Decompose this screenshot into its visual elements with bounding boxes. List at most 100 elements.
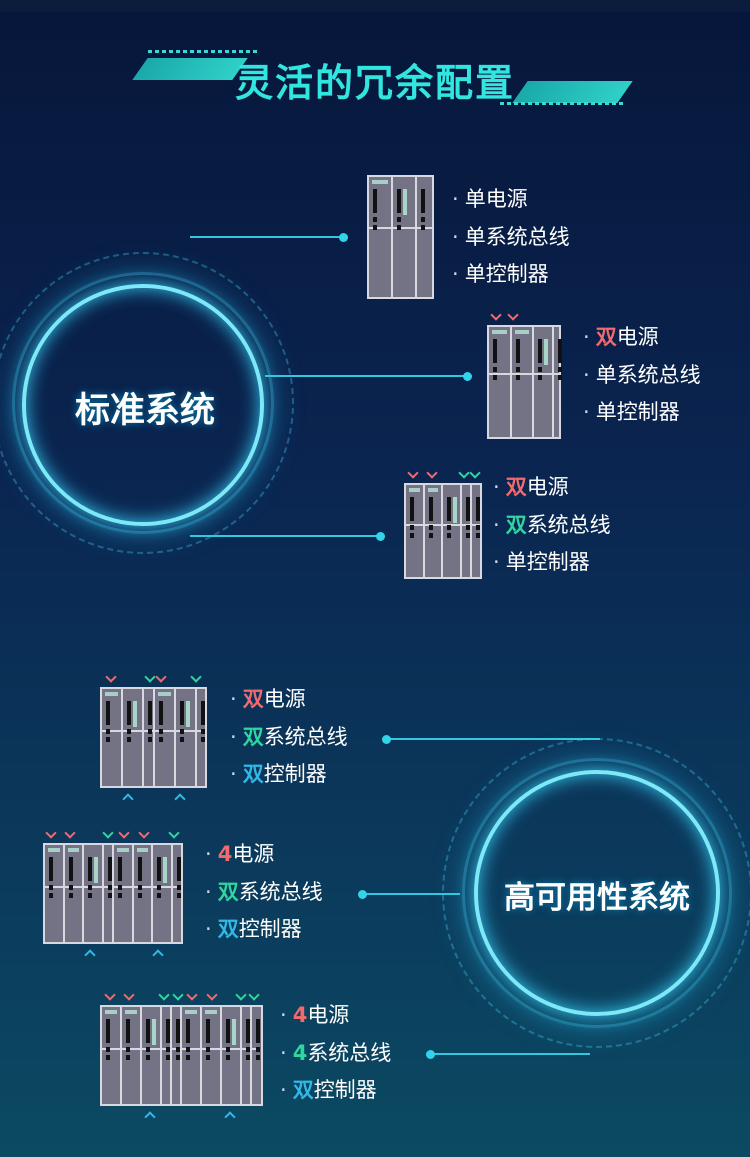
- feature-item: ·单控制器: [493, 544, 611, 582]
- power-module: [512, 327, 534, 437]
- interface-module: [162, 1007, 172, 1104]
- feature-name: 控制器: [526, 550, 590, 574]
- power-module: [134, 845, 153, 942]
- cpu-module: [84, 845, 104, 942]
- feature-list: ·4电源·4系统总线·双控制器: [280, 997, 391, 1110]
- plc-rack-icon: [404, 483, 482, 579]
- chevron-down-icon: [123, 989, 135, 1001]
- interface-module: [172, 1007, 182, 1104]
- connector-line: [362, 893, 460, 895]
- feature-count: 单: [595, 400, 617, 424]
- bullet: ·: [230, 687, 237, 711]
- feature-item: ·双电源: [493, 469, 611, 507]
- interface-module: [462, 485, 472, 577]
- cpu-module: [153, 845, 173, 942]
- ha-system-label: 高可用性系统: [504, 880, 690, 916]
- chevron-down-icon: [407, 467, 419, 479]
- connector-dot: [382, 734, 391, 744]
- feature-item: ·双系统总线: [230, 719, 348, 757]
- power-module: [102, 689, 123, 786]
- power-module: [155, 689, 176, 786]
- cpu-module: [176, 689, 197, 786]
- feature-list: ·4电源·双系统总线·双控制器: [205, 836, 323, 949]
- feature-item: ·双控制器: [205, 911, 323, 949]
- chevron-down-icon: [102, 827, 114, 839]
- interface-module: [104, 845, 114, 942]
- feature-item: ·双电源: [230, 681, 348, 719]
- chevron-down-icon: [118, 827, 130, 839]
- feature-list: ·双电源·双系统总线·单控制器: [493, 469, 611, 582]
- feature-name: 系统总线: [238, 879, 323, 904]
- bullet: ·: [205, 879, 212, 904]
- connector-dot: [358, 889, 367, 899]
- connector-dot: [339, 232, 348, 242]
- feature-count: 单: [464, 262, 486, 286]
- bullet: ·: [493, 512, 500, 537]
- chevron-down-icon: [144, 671, 156, 683]
- chevron-down-icon: [507, 309, 519, 321]
- feature-list: ·单电源·单系统总线·单控制器: [452, 181, 570, 294]
- feature-item: ·双系统总线: [493, 507, 611, 545]
- chevron-down-icon: [458, 467, 470, 479]
- feature-item: ·双控制器: [280, 1072, 391, 1110]
- power-module: [406, 485, 425, 577]
- interface-module: [554, 327, 562, 437]
- chevron-down-icon: [186, 989, 198, 1001]
- feature-item: ·单控制器: [583, 394, 701, 432]
- feature-count: 单: [464, 224, 486, 249]
- chevron-down-icon: [490, 309, 502, 321]
- feature-name: 系统总线: [616, 362, 701, 387]
- plc-rack-icon: [100, 687, 207, 788]
- power-module: [182, 1007, 202, 1104]
- interface-module: [173, 845, 181, 942]
- connector-line: [190, 535, 380, 537]
- feature-item: ·4电源: [280, 997, 391, 1035]
- chevron-up-icon: [152, 949, 164, 961]
- interface-module: [472, 485, 480, 577]
- feature-item: ·双系统总线: [205, 874, 323, 912]
- connector-dot: [426, 1049, 435, 1059]
- feature-count: 单: [595, 362, 617, 387]
- chevron-down-icon: [155, 671, 167, 683]
- feature-count: 单: [505, 550, 527, 574]
- power-module: [65, 845, 84, 942]
- bullet: ·: [452, 262, 459, 286]
- chevron-down-icon: [190, 671, 202, 683]
- interface-module: [242, 1007, 252, 1104]
- power-module: [122, 1007, 142, 1104]
- power-module: [45, 845, 65, 942]
- interface-module: [417, 177, 432, 297]
- feature-count: 4: [292, 1040, 308, 1065]
- bullet: ·: [230, 762, 237, 786]
- feature-item: ·双电源: [583, 319, 701, 357]
- feature-name: 控制器: [485, 262, 549, 286]
- cpu-module: [443, 485, 462, 577]
- feature-name: 系统总线: [263, 724, 348, 749]
- feature-list: ·双电源·双系统总线·双控制器: [230, 681, 348, 794]
- connector-line: [265, 375, 467, 377]
- bullet: ·: [493, 550, 500, 574]
- chevron-down-icon: [104, 989, 116, 1001]
- feature-name: 电源: [616, 325, 659, 349]
- feature-count: 双: [242, 762, 264, 786]
- feature-name: 控制器: [313, 1078, 377, 1102]
- feature-item: ·单系统总线: [452, 219, 570, 257]
- feature-name: 电源: [485, 187, 528, 211]
- plc-rack-icon: [43, 843, 183, 944]
- power-module: [369, 177, 393, 297]
- bullet: ·: [280, 1003, 287, 1027]
- feature-count: 双: [217, 917, 239, 941]
- standard-system-label: 标准系统: [74, 391, 215, 431]
- bullet: ·: [583, 362, 590, 387]
- bullet: ·: [280, 1040, 287, 1065]
- chevron-down-icon: [248, 989, 260, 1001]
- plc-rack-icon: [100, 1005, 263, 1106]
- chevron-down-icon: [138, 827, 150, 839]
- bullet: ·: [583, 400, 590, 424]
- feature-name: 系统总线: [307, 1040, 392, 1065]
- cpu-module: [393, 177, 417, 297]
- chevron-down-icon: [45, 827, 57, 839]
- chevron-down-icon: [158, 989, 170, 1001]
- bullet: ·: [230, 724, 237, 749]
- cpu-module: [123, 689, 144, 786]
